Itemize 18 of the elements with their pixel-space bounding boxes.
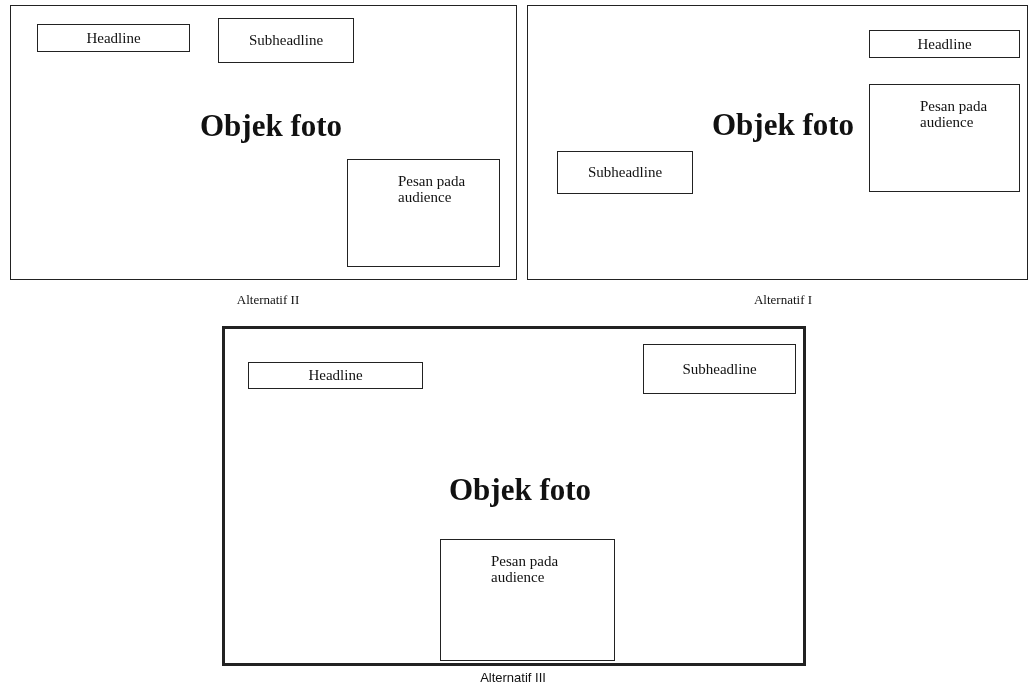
- photo-object-label: Objek foto: [711, 107, 855, 143]
- message-box: Pesan pada audience: [869, 84, 1020, 192]
- text-placeholder-box: Headline: [37, 24, 190, 52]
- caption-text: Alternatif III: [480, 670, 546, 685]
- text-placeholder-box: Headline: [248, 362, 423, 389]
- layout-frame: [527, 5, 1028, 280]
- photo-object-label: Objek foto: [199, 108, 343, 144]
- text-placeholder-box: Subheadline: [557, 151, 693, 194]
- text-placeholder-box: Subheadline: [643, 344, 796, 394]
- caption-text: Alternatif II: [236, 292, 300, 308]
- message-box: Pesan pada audience: [347, 159, 500, 267]
- caption-text: Alternatif I: [753, 292, 813, 308]
- text-placeholder-box: Subheadline: [218, 18, 354, 63]
- text-placeholder-box: Headline: [869, 30, 1020, 58]
- layout-frame: [222, 326, 806, 666]
- layout-frame: [10, 5, 517, 280]
- message-box: Pesan pada audience: [440, 539, 615, 661]
- photo-object-label: Objek foto: [448, 472, 592, 508]
